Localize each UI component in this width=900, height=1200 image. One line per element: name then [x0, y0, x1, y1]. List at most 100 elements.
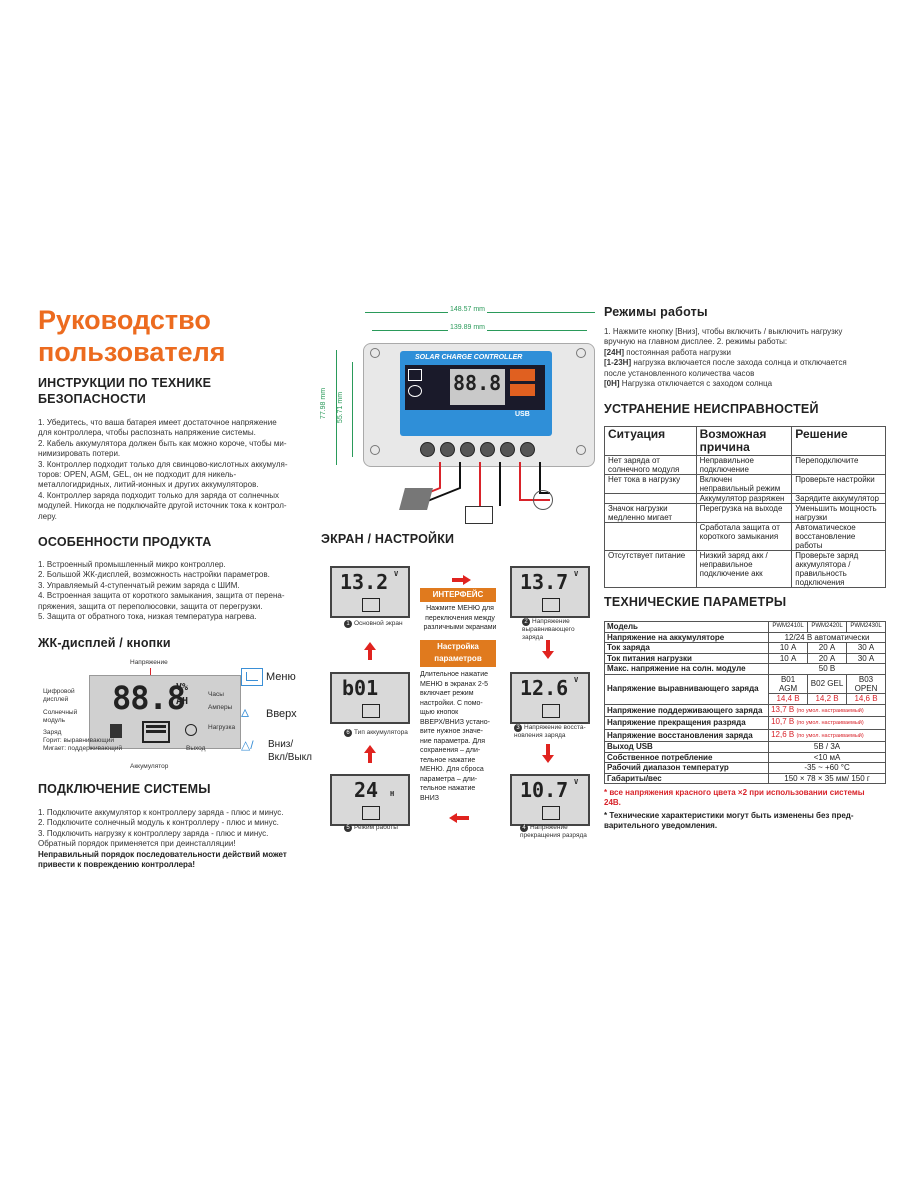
troubleshooting-cell: Переподключите [791, 455, 886, 475]
battery-icon [465, 506, 493, 524]
screen-recovery: 12.6 V [510, 672, 590, 724]
device-diagram: 148.57 mm 139.89 mm 77.98 mm 55.71 mm SO… [320, 300, 595, 530]
settings-line: включает режим [420, 690, 474, 697]
troubleshooting-cell [604, 493, 697, 504]
settings-line: ВНИЗ [420, 794, 439, 802]
features-text: 1. Встроенный промышленный микро контрол… [38, 560, 300, 622]
troubleshooting-header: Возможная причина [695, 426, 793, 456]
voltage-label: Напряжение [130, 659, 168, 666]
title-line-1: Руководство [38, 305, 211, 335]
interface-line: Нажмите МЕНЮ для [426, 605, 494, 612]
dim-outer: 148.57 mm [448, 306, 488, 313]
terminal-block [410, 440, 560, 458]
terminal-screw [520, 442, 535, 457]
page-title: Руководство пользователя [38, 304, 226, 368]
up-button-label: Вверх [266, 708, 297, 720]
settings-line: тельное нажатие [420, 785, 476, 792]
title-line-2: пользователя [38, 337, 226, 367]
feature-line: 4. Встроенная защита от короткого замыка… [38, 591, 285, 601]
connection-line: 2. Подключите солнечный модуль к контрол… [38, 818, 279, 828]
modes-text: 1. Нажмите кнопку [Вниз], чтобы включить… [604, 327, 847, 389]
troubleshooting-cell: Значок нагрузки медленно мигает [604, 503, 697, 523]
arrow-down-1 [546, 640, 550, 652]
connection-line: Обратный порядок применяется при деинста… [38, 839, 236, 849]
settings-line: щью кнопок [420, 709, 459, 716]
safety-line: нимизировать потери. [38, 449, 121, 459]
settings-line: ние параметра. Для [420, 737, 486, 745]
troubleshooting-cell: Проверьте настройки [791, 474, 886, 494]
feature-line: пряжения, защита от переполюсовки, защит… [38, 601, 263, 611]
settings-line: МЕНЮ. Для сброса [420, 766, 484, 773]
troubleshooting-heading: УСТРАНЕНИЕ НЕИСПРАВНОСТЕЙ [604, 402, 819, 416]
terminal-screw [500, 442, 515, 457]
menu-button-label: Меню [266, 671, 296, 683]
safety-line: 4. Контроллер заряда подходит только для… [38, 490, 280, 500]
troubleshooting-cell [604, 522, 697, 551]
specs-heading: ТЕХНИЧЕСКИЕ ПАРАМЕТРЫ [604, 595, 787, 609]
troubleshooting-cell: Проверьте заряд аккумулятора / правильно… [791, 550, 886, 588]
arrow-down-2 [546, 744, 550, 756]
arrow-up-1 [364, 642, 376, 650]
terminal-screw [420, 442, 435, 457]
specs-note: * Технические характеристики могут быть … [604, 811, 854, 831]
feature-line: 2. Большой ЖК-дисплей, возможность настр… [38, 570, 270, 580]
menu-button-icon[interactable] [241, 668, 263, 686]
screens-heading: ЭКРАН / НАСТРОЙКИ [321, 532, 455, 546]
screen-disconnect: 10.7 V [510, 774, 590, 826]
settings-line: тельное нажатие [420, 756, 476, 764]
connection-warning: Неправильный порядок последовательности … [38, 850, 287, 870]
settings-label: Настройка параметров [420, 640, 496, 667]
safety-line: 1. Убедитесь, что ваша батарея имеет дос… [38, 418, 277, 427]
feature-line: 1. Встроенный промышленный микро контрол… [38, 560, 226, 569]
settings-line: параметра – дли- [420, 775, 478, 783]
connection-heading: ПОДКЛЮЧЕНИЕ СИСТЕМЫ [38, 782, 211, 796]
down-button-label: Вниз/ Вкл/Выкл [268, 739, 312, 763]
troubleshooting-cell: Низкий заряд акк / неправильное подключе… [695, 550, 793, 588]
troubleshooting-cell: Автоматическое восстановление работы [791, 522, 886, 551]
down-button-icon[interactable]: △/ [241, 738, 254, 752]
bulb-icon [533, 490, 553, 510]
safety-line: торов: OPEN, AGM, GEL, он не подходит дл… [38, 470, 237, 480]
settings-line: МЕНЮ в экранах 2-5 [420, 680, 488, 688]
features-heading: ОСОБЕННОСТИ ПРОДУКТА [38, 535, 212, 549]
arrow-right [452, 578, 464, 582]
dim-height-1: 77.98 mm [320, 387, 328, 420]
spec-row-temp: Рабочий диапазон температур-35 ~ +60 °C [603, 762, 886, 774]
interface-line: различными экранами [423, 624, 497, 631]
settings-line: настройки. С помо- [420, 699, 483, 707]
battery-icon [142, 721, 170, 743]
settings-line: ВВЕРХ/ВНИЗ устано- [420, 718, 490, 726]
controller-face: SOLAR CHARGE CONTROLLER 88.8 USB [400, 351, 552, 436]
lcd-digits: 88.8 [112, 679, 186, 717]
interface-line: переключения между [425, 614, 495, 622]
screen-work-mode: 24 H [330, 774, 410, 826]
settings-line: сохранения – дли- [420, 747, 481, 754]
usb-label: USB [515, 411, 530, 418]
feature-line: 5. Защита от обратного тока, низкая темп… [38, 612, 257, 622]
specs-note-red: * все напряжения красного цвета ×2 при и… [604, 788, 865, 808]
up-button-icon[interactable]: ▵ [241, 704, 250, 721]
troubleshooting-cell: Нет заряда от солнечного модуля [604, 455, 697, 475]
terminal-screw [480, 442, 495, 457]
dim-height-2: 55.71 mm [337, 391, 345, 424]
modes-heading: Режимы работы [604, 305, 708, 319]
lcd-heading: ЖК-дисплей / кнопки [38, 636, 171, 650]
safety-line: для контроллера, чтобы распознать напряж… [38, 428, 256, 438]
safety-line: 3. Контроллер подходит только для свинцо… [38, 459, 288, 469]
safety-line: 2. Кабель аккумулятора должен быть как м… [38, 438, 287, 448]
safety-line: леру. [38, 511, 57, 521]
settings-line: вите нужное значе- [420, 728, 484, 735]
